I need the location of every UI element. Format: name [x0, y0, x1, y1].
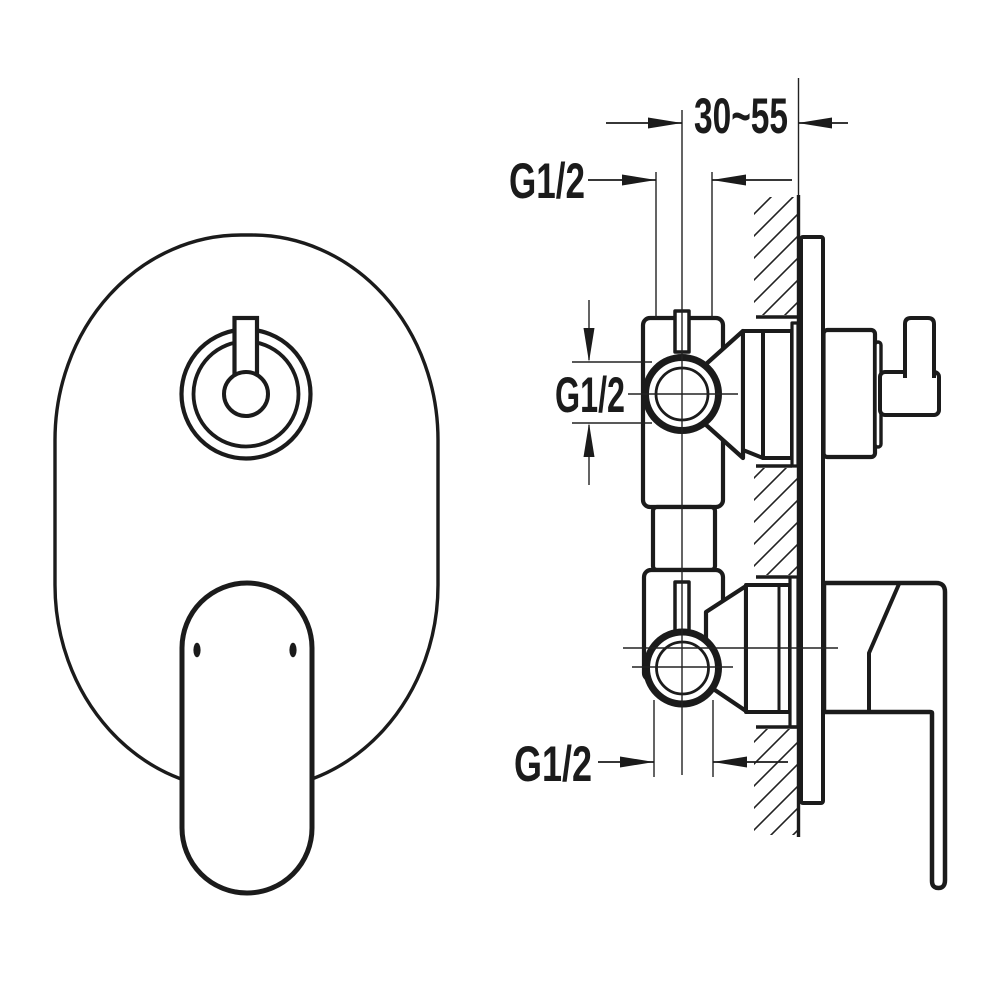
- label-top-connection: G1/2: [509, 153, 585, 209]
- front-view: [53, 233, 440, 896]
- middle-connector: [650, 504, 718, 573]
- knob-lever-arm: [878, 370, 941, 417]
- upper-wall-washer: [790, 321, 800, 468]
- arrow-midg12-down: [583, 328, 595, 362]
- wall-opening-edges: [756, 315, 798, 729]
- arrow-bottomg12-right: [713, 756, 747, 768]
- wall-hatch-middle: [754, 468, 798, 575]
- arrow-bottomg12-left: [620, 756, 654, 768]
- front-diverter-knob-center: [222, 370, 270, 418]
- wall-hatch-bottom: [754, 729, 798, 835]
- knob-lever-stub: [903, 316, 936, 378]
- upper-union-ring: [761, 329, 794, 460]
- handle-detail-dot-right: [289, 642, 297, 658]
- dimension-arrowheads: [583, 117, 832, 768]
- front-lever-handle: [179, 580, 315, 896]
- label-side-connection: G1/2: [555, 367, 625, 423]
- upper-union-nut: [741, 329, 765, 460]
- handle-detail-dot-left: [193, 642, 201, 658]
- wall-section: [754, 195, 801, 837]
- arrow-topg12-left: [622, 174, 656, 186]
- front-diverter-toggle-pin: [232, 315, 260, 381]
- dimension-labels: 30~55 G1/2 G1/2 G1/2: [509, 88, 788, 792]
- side-cover-plate: [799, 235, 825, 805]
- side-lever-handle: [821, 580, 948, 891]
- arrow-depth-right: [798, 117, 832, 129]
- arrow-depth-left: [648, 117, 682, 129]
- label-wall-depth-range: 30~55: [694, 88, 788, 144]
- arrow-topg12-right: [712, 174, 746, 186]
- label-bottom-connection: G1/2: [514, 736, 592, 792]
- side-diverter-knob: [821, 316, 941, 460]
- knob-body: [821, 327, 878, 460]
- handle-base-contour: [867, 583, 901, 711]
- side-view: 30~55 G1/2 G1/2 G1/2: [509, 78, 948, 891]
- wall-hatch-top: [754, 197, 798, 315]
- handle-body-and-lever: [821, 580, 948, 891]
- lower-wall-washer: [788, 575, 800, 729]
- arrow-midg12-up: [583, 423, 595, 457]
